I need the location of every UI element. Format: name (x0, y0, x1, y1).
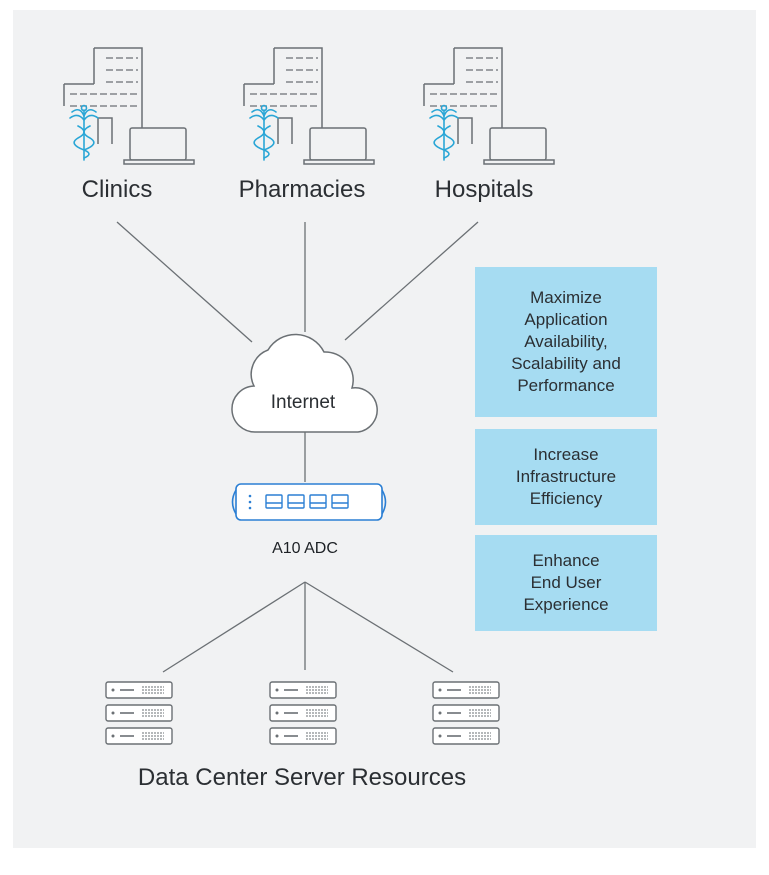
adc-label: A10 ADC (272, 540, 338, 557)
clinic-building-icon (63, 47, 195, 165)
benefit-text: Increase Infrastructure Efficiency (515, 445, 617, 508)
benefit-text: Maximize Application Availability, Scala… (511, 288, 621, 395)
benefit-text: Enhance End User Experience (523, 551, 609, 614)
cloud-label: Internet (270, 392, 336, 413)
benefit-box-experience: Enhance End User Experience (475, 535, 657, 631)
benefit-box-efficiency: Increase Infrastructure Efficiency (475, 429, 657, 525)
site-connection-lines (116, 221, 479, 343)
server-stack-icon-left (105, 681, 173, 745)
datacenter-label: Data Center Server Resources (137, 764, 467, 791)
server-stack-icon-center (269, 681, 337, 745)
hospital-building-icon (423, 47, 555, 165)
site-label-hospitals: Hospitals (434, 176, 534, 203)
site-label-pharmacies: Pharmacies (238, 176, 366, 203)
server-connection-lines (162, 581, 454, 673)
benefit-box-availability: Maximize Application Availability, Scala… (475, 267, 657, 417)
internet-cloud-icon (231, 333, 378, 433)
adc-appliance-icon (231, 483, 387, 521)
pharmacy-building-icon (243, 47, 375, 165)
server-stack-icon-right (432, 681, 500, 745)
site-label-clinics: Clinics (81, 176, 153, 203)
